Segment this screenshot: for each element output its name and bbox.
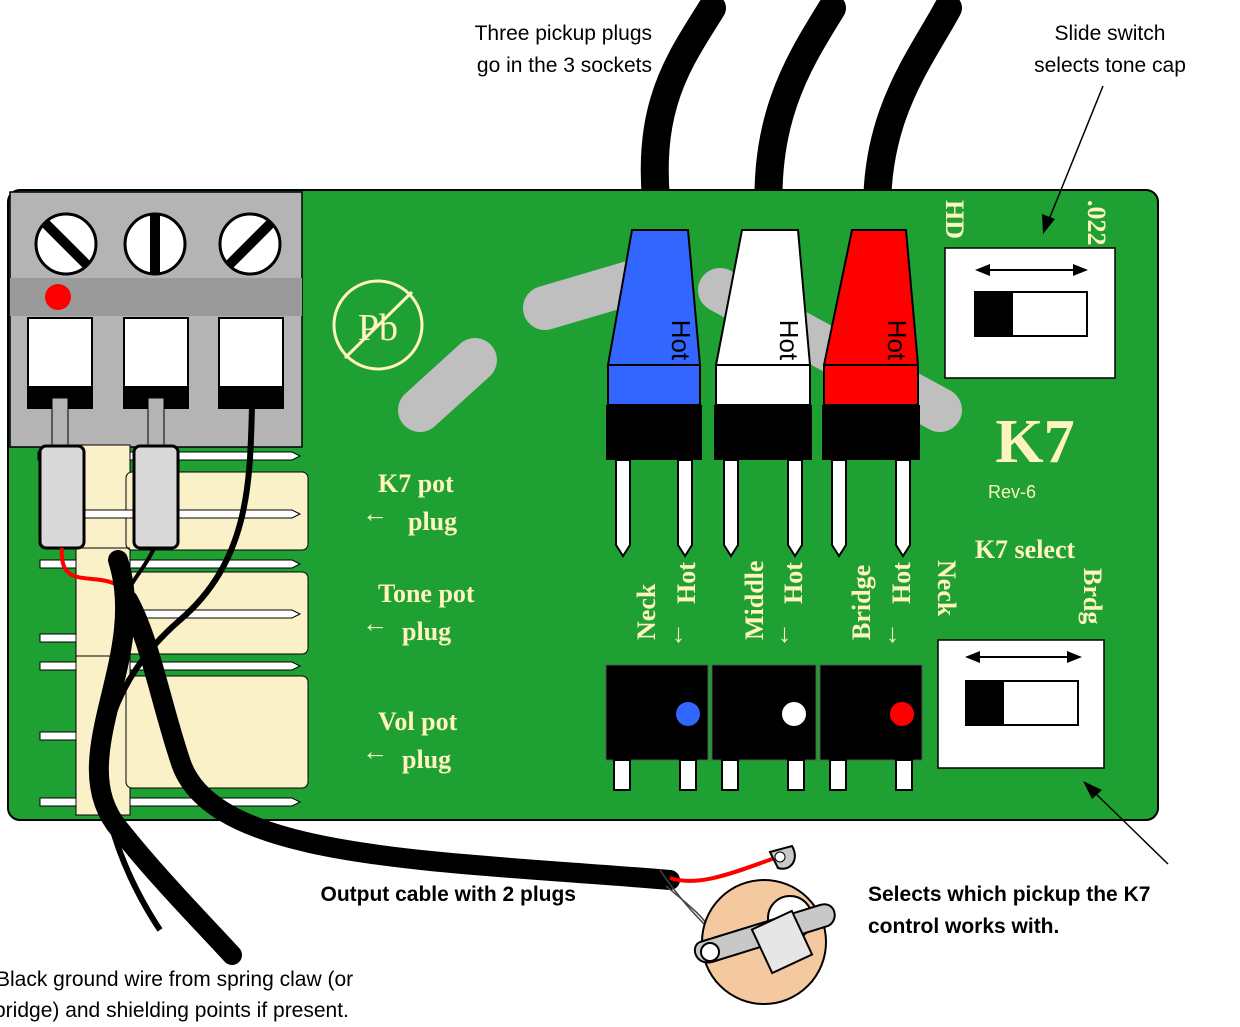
output-jack [693,844,836,1005]
left-arrow-icon: ← [362,737,388,766]
tone-switch-left-label: HD [940,200,969,239]
plug-hot-label: Hot [774,320,804,361]
screw-icon [34,212,98,276]
plug-hot-label: Hot [666,320,696,361]
left-arrow-icon: ← [362,609,388,638]
pickup-socket-neck [605,664,709,791]
callout-k7-select-2: control works with. [868,915,1059,938]
pickup-plug-bridge: Hot [822,229,920,558]
down-arrow-icon: ↓ [672,619,685,648]
revision-label: Rev-6 [988,482,1036,502]
pickup-plug-middle: Hot [714,229,812,558]
socket-label-middle: Middle [740,561,769,640]
socket-label-hot: Hot [672,562,701,604]
tone-switch-right-label: .022 [1082,200,1111,246]
callout-k7-select-1: Selects which pickup the K7 [868,883,1150,906]
k7-select-title: K7 select [975,535,1076,564]
callout-arrows [1042,85,1169,865]
left-arrow-icon: ← [362,499,388,528]
callout-pickup-plugs-2: go in the 3 sockets [477,54,652,77]
k7-select-left-label: Neck [932,560,961,617]
k7-select-right-label: Brdg [1078,568,1107,624]
socket-labels: Neck Hot ↓ Middle Hot ↓ Bridge Hot ↓ [632,561,916,648]
pot-plug-label-k7: K7 pot [378,469,454,498]
pickup-socket-bridge [819,664,923,791]
pot-plug-label-tone-plug: plug [402,617,451,646]
pot-plug-label-vol: Vol pot [378,707,458,736]
pot-plug-label-k7-plug: plug [408,507,457,536]
down-arrow-icon: ↓ [886,619,899,648]
callout-pickup-plugs-1: Three pickup plugs [475,22,652,45]
down-arrow-icon: ↓ [778,619,791,648]
screw-icon [218,212,282,276]
k7-select-switch[interactable]: K7 select Neck Brdg [932,535,1107,769]
pb-logo-text: Pb [358,307,398,349]
pot-plug-labels: K7 pot ← plug Tone pot ← plug Vol pot ← … [362,469,475,774]
callout-output-cable: Output cable with 2 plugs [320,883,576,906]
model-label: K7 [995,408,1074,476]
pickup-socket-middle [711,664,817,791]
socket-label-hot: Hot [779,562,808,604]
tone-cap-switch[interactable]: HD .022 [940,200,1116,379]
callout-ground-wire-2: bridge) and shielding points if present. [0,999,349,1022]
plug-hot-label: Hot [882,320,912,361]
ground-wire [88,550,242,965]
callout-ground-wire-1: Black ground wire from spring claw (or [0,968,353,991]
pot-plug-label-vol-plug: plug [402,745,451,774]
red-dot-marker [45,284,71,310]
pickup-plug-neck: Hot [606,229,702,558]
socket-label-hot: Hot [887,562,916,604]
lead-free-logo: Pb [332,279,424,371]
callout-slide-switch-1: Slide switch [1055,22,1166,45]
callout-slide-switch-2: selects tone cap [1034,54,1186,77]
socket-label-bridge: Bridge [847,565,876,640]
terminal-wires [38,397,776,933]
screw-icon [123,212,187,276]
pot-plug-label-tone: Tone pot [378,579,475,608]
socket-label-neck: Neck [632,583,661,640]
